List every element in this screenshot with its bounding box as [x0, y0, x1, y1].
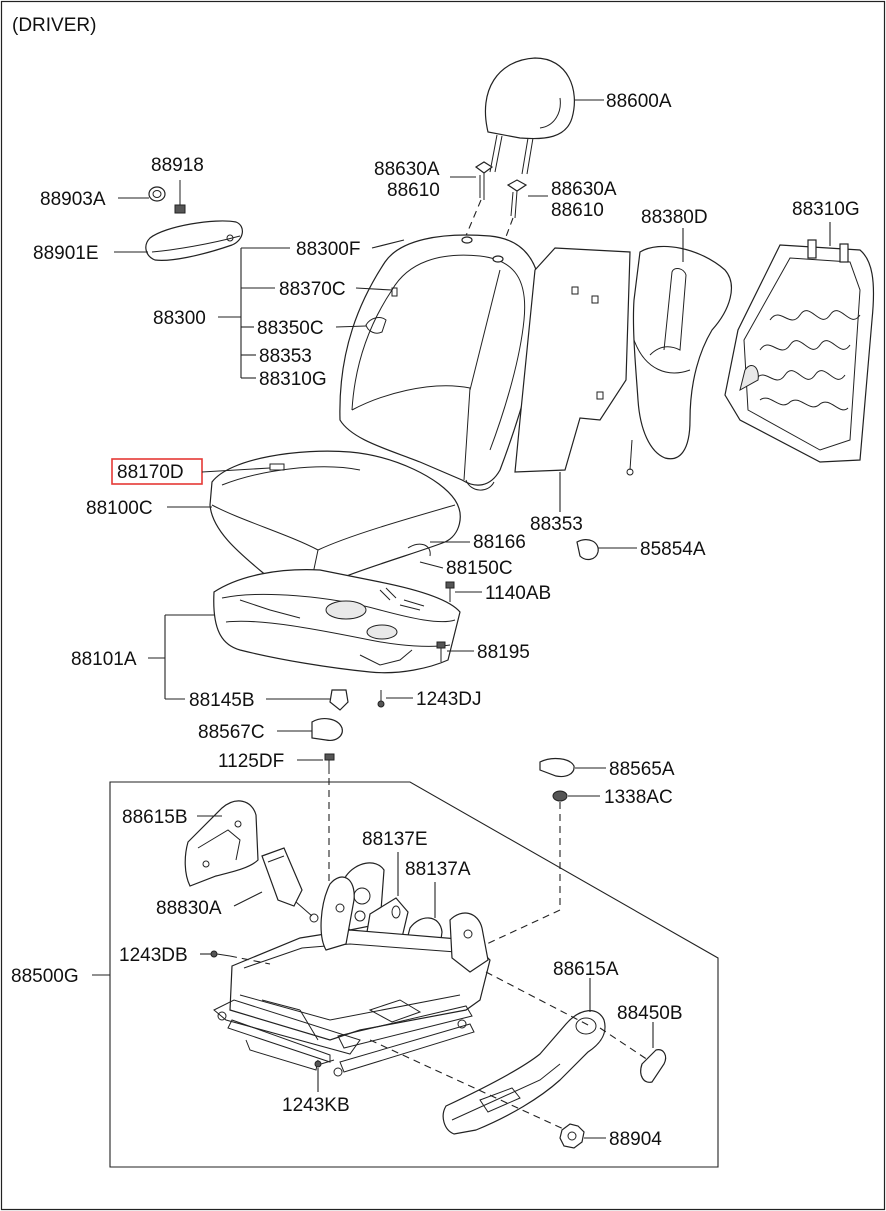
label-88166: 88166 [473, 532, 526, 553]
diagram-header: (DRIVER) [12, 15, 96, 36]
buckle-88830A-drawing [261, 847, 319, 923]
seatback-cover-drawing [339, 234, 542, 491]
cap-88565A-drawing [539, 757, 575, 778]
side-cover-88615A-drawing [442, 1010, 606, 1135]
screw-1243DB-drawing [210, 950, 231, 958]
label-88170D: 88170D [117, 462, 184, 483]
label-88918: 88918 [151, 155, 204, 176]
dash-guide-left [464, 199, 482, 239]
lumbar-88380D-drawing [626, 245, 733, 476]
knob-88904-drawing [559, 1123, 585, 1149]
label-88145B: 88145B [189, 690, 255, 711]
label-88830A: 88830A [156, 898, 222, 919]
back-frame-88310G-drawing [724, 239, 875, 463]
label-88600A: 88600A [606, 91, 672, 112]
label-88567C: 88567C [198, 722, 265, 743]
label-88565A: 88565A [609, 759, 675, 780]
lever-88450B-drawing [640, 1049, 667, 1083]
label-88353-2: 88353 [530, 514, 583, 535]
label-85854A: 85854A [640, 539, 706, 560]
label-88137A: 88137A [405, 859, 471, 880]
label-88353-1: 88353 [259, 346, 312, 367]
bolt-88195-drawing [436, 641, 446, 662]
clip-85854A-drawing [576, 539, 599, 561]
label-1125DF: 1125DF [218, 751, 284, 772]
seat-track-frame-drawing [213, 876, 491, 1077]
headrest-guide-right-drawing [506, 179, 528, 219]
cushion-pan-88101A-drawing [213, 569, 461, 674]
label-88450B: 88450B [617, 1003, 683, 1024]
label-88610-2: 88610 [551, 200, 604, 221]
armrest-88901E-drawing [145, 220, 243, 261]
leader-88170D [201, 467, 271, 473]
label-88195: 88195 [477, 642, 530, 663]
cover-88567C-drawing [311, 718, 343, 741]
label-88100C: 88100C [86, 498, 153, 519]
leader-88830A [233, 891, 263, 907]
nut-1338AC-drawing [552, 790, 568, 802]
dash-88450B [599, 1027, 649, 1061]
screw-1243DJ-drawing [377, 690, 385, 708]
dash-1243DB [229, 955, 271, 965]
headrest-drawing [484, 57, 575, 175]
label-88904: 88904 [609, 1129, 662, 1150]
label-88300: 88300 [153, 308, 206, 329]
label-88310G-1: 88310G [792, 199, 860, 220]
label-88310G-2: 88310G [259, 369, 327, 390]
leader-88350C-tail [335, 325, 367, 328]
label-88500G: 88500G [11, 966, 79, 987]
label-88300F: 88300F [296, 239, 360, 260]
dash-88904 [369, 1039, 571, 1133]
label-88350C: 88350C [257, 318, 324, 339]
label-88901E: 88901E [33, 243, 99, 264]
label-88610-1: 88610 [387, 180, 440, 201]
label-88380D: 88380D [641, 207, 708, 228]
dash-1338AC-diag [477, 909, 561, 949]
leader-88370C-tail [355, 287, 393, 291]
label-88630A-1: 88630A [374, 159, 440, 180]
label-1140AB: 1140AB [485, 583, 551, 604]
bolt-88918-drawing [174, 180, 186, 214]
label-88615B: 88615B [122, 807, 188, 828]
label-88903A: 88903A [40, 189, 106, 210]
leader-88300F-tail [371, 239, 405, 249]
screw-1243KB-drawing [314, 1059, 335, 1068]
dash-88615A [485, 971, 591, 1027]
side-cover-88615B-drawing [184, 800, 259, 887]
label-88615A: 88615A [553, 959, 619, 980]
label-88101A: 88101A [71, 649, 137, 670]
track-assembly-box [109, 781, 719, 1168]
label-88370C: 88370C [279, 279, 346, 300]
cushion-cover-drawing [209, 450, 461, 592]
label-1243DB: 1243DB [119, 945, 188, 966]
label-88137E: 88137E [362, 829, 428, 850]
label-1243KB: 1243KB [282, 1095, 350, 1116]
bolt-1125DF-drawing [324, 753, 335, 774]
label-88150C: 88150C [446, 558, 513, 579]
label-1338AC: 1338AC [604, 787, 673, 808]
cap-88903A-drawing [148, 186, 166, 202]
bolt-1140AB-drawing [445, 581, 455, 602]
headrest-guide-left-drawing [474, 161, 494, 200]
clip-88145B-drawing [329, 689, 349, 711]
label-88630A-2: 88630A [551, 179, 617, 200]
label-1243DJ: 1243DJ [416, 689, 482, 710]
back-board-88353-drawing [514, 247, 631, 473]
leader-88150C [419, 561, 444, 569]
